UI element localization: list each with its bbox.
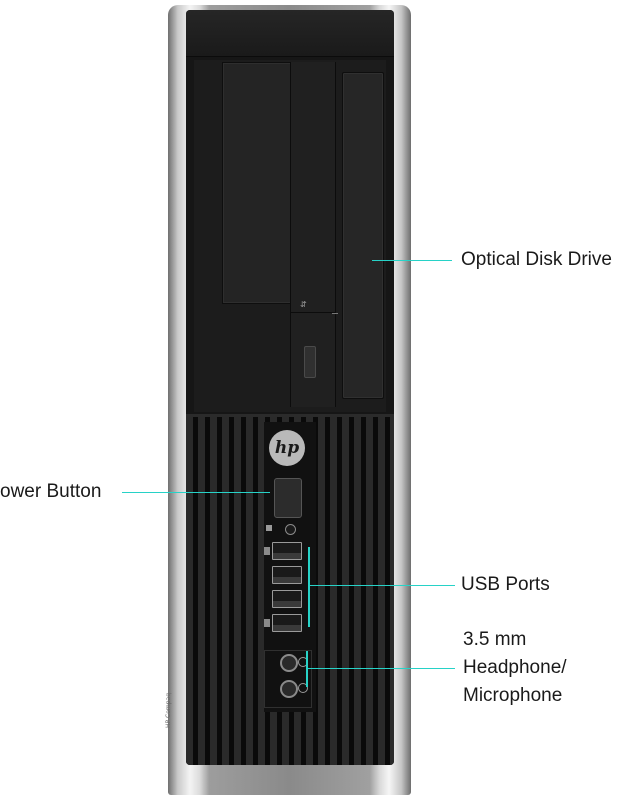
top-bezel [186,10,394,57]
usb-port [272,614,302,632]
hdd-led-icon [266,525,272,531]
usb-callout-line [310,585,455,586]
usb-ports-label: USB Ports [461,574,550,595]
usb-port [272,542,302,560]
usb-bracket-line [308,547,310,627]
usb-icon [264,619,270,627]
eject-icon [304,346,316,378]
front-panel: ⇵ hp [186,10,394,765]
audio-label-line3: Microphone [463,685,563,706]
drive-activity-icon: ⇵ [300,300,307,309]
usb-port [272,566,302,584]
audio-label-line1: 3.5 mm [463,629,527,650]
drive-bay-area: ⇵ [194,60,386,412]
power-callout-line [122,492,270,493]
side-brand-text: HP Compaq [165,692,172,728]
microphone-icon [298,683,308,693]
power-button-label: ower Button [0,481,102,502]
audio-label-line2: Headphone/ [463,657,567,678]
audio-bracket-line [306,651,308,687]
power-symbol-icon [285,524,296,535]
hp-logo-icon: hp [269,430,305,466]
usb-icon [264,547,270,555]
headphone-jack [280,654,298,672]
optical-drive-label: Optical Disk Drive [461,249,612,270]
audio-callout-line [308,668,455,669]
usb-port [272,590,302,608]
power-button-icon [274,478,302,518]
optical-callout-line [372,260,452,261]
microphone-jack [280,680,298,698]
optical-disk-drive [342,72,384,399]
drive-bay-cover [222,62,292,304]
